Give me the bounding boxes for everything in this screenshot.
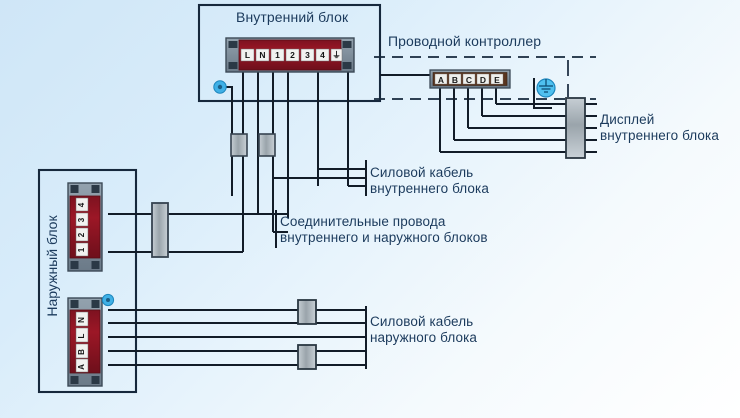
indoor-unit-title: Внутренний блок [236,9,349,25]
indoor-ground-symbol [213,80,227,94]
indoor-terminal-label-3: 2 [290,50,295,60]
connecting-wires [108,150,289,253]
connector-connecting-wires [151,202,169,258]
indoor-terminal-label-4: 3 [305,50,310,60]
indoor-terminal-label-1: N [259,50,266,60]
indoor-terminal-label-ground: ⏚ [332,50,341,60]
controller-terminal-label-1: B [451,75,459,85]
controller-terminal-label-3: D [479,75,487,85]
indoor-terminal-block [225,37,355,73]
indoor-unit-box [197,3,382,103]
outdoor-power-terminal-label-2: B [77,349,86,355]
outdoor-power-terminal-label-3: A [77,364,86,370]
indoor-terminal-label-2: 1 [275,50,280,60]
indoor-power-cable-label: Силовой кабель внутреннего блока [370,165,489,196]
outdoor-power-cable-lines [108,309,366,366]
outdoor-signal-terminal-label-1: 3 [77,217,86,223]
outdoor-power-cable-label: Силовой кабель наружного блока [370,314,477,345]
outdoor-power-terminal-label-1: L [77,333,86,339]
controller-ground-symbol [536,78,556,98]
controller-terminal-label-2: C [465,75,473,85]
wired-controller-terminal-block [429,69,511,89]
outdoor-power-terminal-label-0: N [77,317,86,323]
outdoor-unit-box [37,168,138,394]
outdoor-power-terminal-block [67,297,103,387]
indoor-terminal-label-0: L [244,50,251,60]
controller-terminal-label-4: E [494,75,500,85]
connector-outdoor-power-a [297,299,317,325]
connector-indoor-a [230,133,248,157]
indoor-terminal-label-5: 4 [320,50,325,60]
connecting-wires-label: Соединительные провода внутреннего и нар… [280,214,488,245]
connector-display [565,97,586,159]
outdoor-signal-terminal-block [67,182,103,272]
connector-indoor-b [258,133,276,157]
controller-wires [380,74,566,153]
indoor-ground-wire [220,86,233,196]
outdoor-unit-title: Наружный блок [44,215,60,317]
connector-outdoor-power-b [297,344,317,370]
outdoor-signal-terminal-label-2: 2 [77,232,86,238]
wired-controller-title: Проводной контроллер [388,33,542,49]
indoor-display-label: Дисплей внутреннего блока [600,112,719,143]
display-wire-stubs [585,103,597,153]
controller-terminal-label-0: A [437,75,445,85]
outdoor-ground-symbol [101,293,115,307]
controller-ground-wire [533,78,552,109]
indoor-power-cable-lines [273,168,366,187]
outdoor-signal-terminal-label-0: 4 [77,202,86,208]
outdoor-signal-terminal-label-3: 1 [77,247,86,253]
